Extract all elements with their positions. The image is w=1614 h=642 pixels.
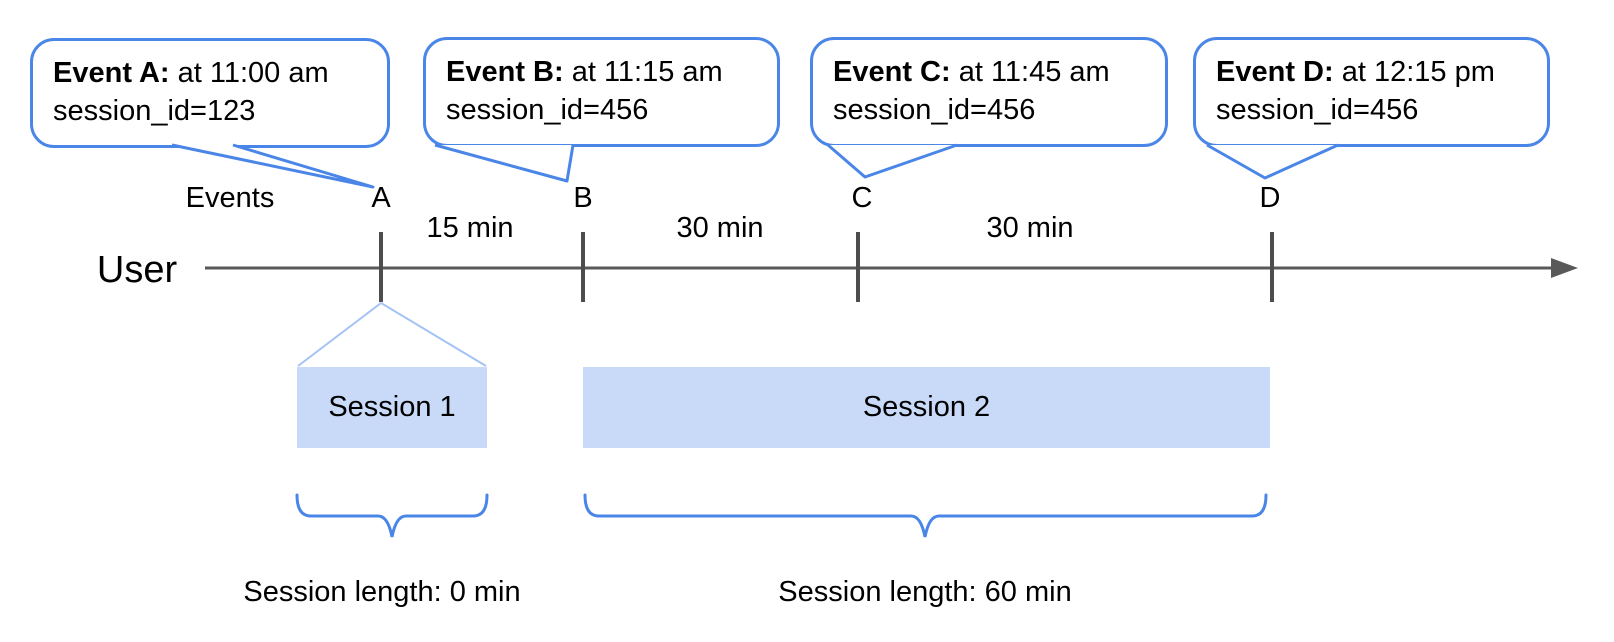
interval-label-ab: 15 min [426,212,514,244]
session1-funnel [297,302,487,367]
session1-label: Session 1 [328,391,456,423]
interval-label-bc: 30 min [676,212,764,244]
tick-label-c: C [851,182,873,214]
arrow-right-icon [1551,258,1578,278]
event-a-session-id: session_id=123 [53,95,256,127]
event-a-label: Event A: [53,57,170,89]
session2-label: Session 2 [862,391,991,423]
event-c-time: at 11:45 am [950,56,1110,88]
event-b-label: Event B: [446,56,564,88]
event-c-title: Event C: at 11:45 am [833,53,1145,91]
bubble-tail-c [827,143,958,179]
event-d-title: Event D: at 12:15 pm [1216,53,1527,91]
session2-brace [583,493,1268,538]
session2-bar: Session 2 [583,367,1270,448]
tick-label-a: A [371,182,391,214]
event-c-session-id: session_id=456 [833,94,1036,126]
event-a-title: Event A: at 11:00 am [53,54,367,92]
event-bubble-b: Event B: at 11:15 am session_id=456 [423,37,780,147]
user-row-label: User [96,249,178,291]
event-b-title: Event B: at 11:15 am [446,53,757,91]
event-d-session-id: session_id=456 [1216,94,1419,126]
event-bubble-a: Event A: at 11:00 am session_id=123 [30,38,390,148]
event-d-label: Event D: [1216,56,1334,88]
session2-length-label: Session length: 60 min [778,576,1072,608]
tick-label-b: B [573,182,593,214]
bubble-tail-b [434,143,575,183]
events-row-label: Events [185,182,275,214]
event-b-time: at 11:15 am [563,56,723,88]
event-bubble-d: Event D: at 12:15 pm session_id=456 [1193,37,1550,147]
event-a-time: at 11:00 am [169,57,329,89]
event-bubble-c: Event C: at 11:45 am session_id=456 [810,37,1168,147]
tick-label-d: D [1259,182,1281,214]
event-c-label: Event C: [833,56,951,88]
interval-label-cd: 30 min [986,212,1074,244]
session1-bar: Session 1 [297,367,487,448]
event-b-session-id: session_id=456 [446,94,649,126]
session1-length-label: Session length: 0 min [243,576,521,608]
session1-brace [295,493,489,538]
event-d-time: at 12:15 pm [1333,56,1495,88]
bubble-tail-d [1206,143,1339,180]
